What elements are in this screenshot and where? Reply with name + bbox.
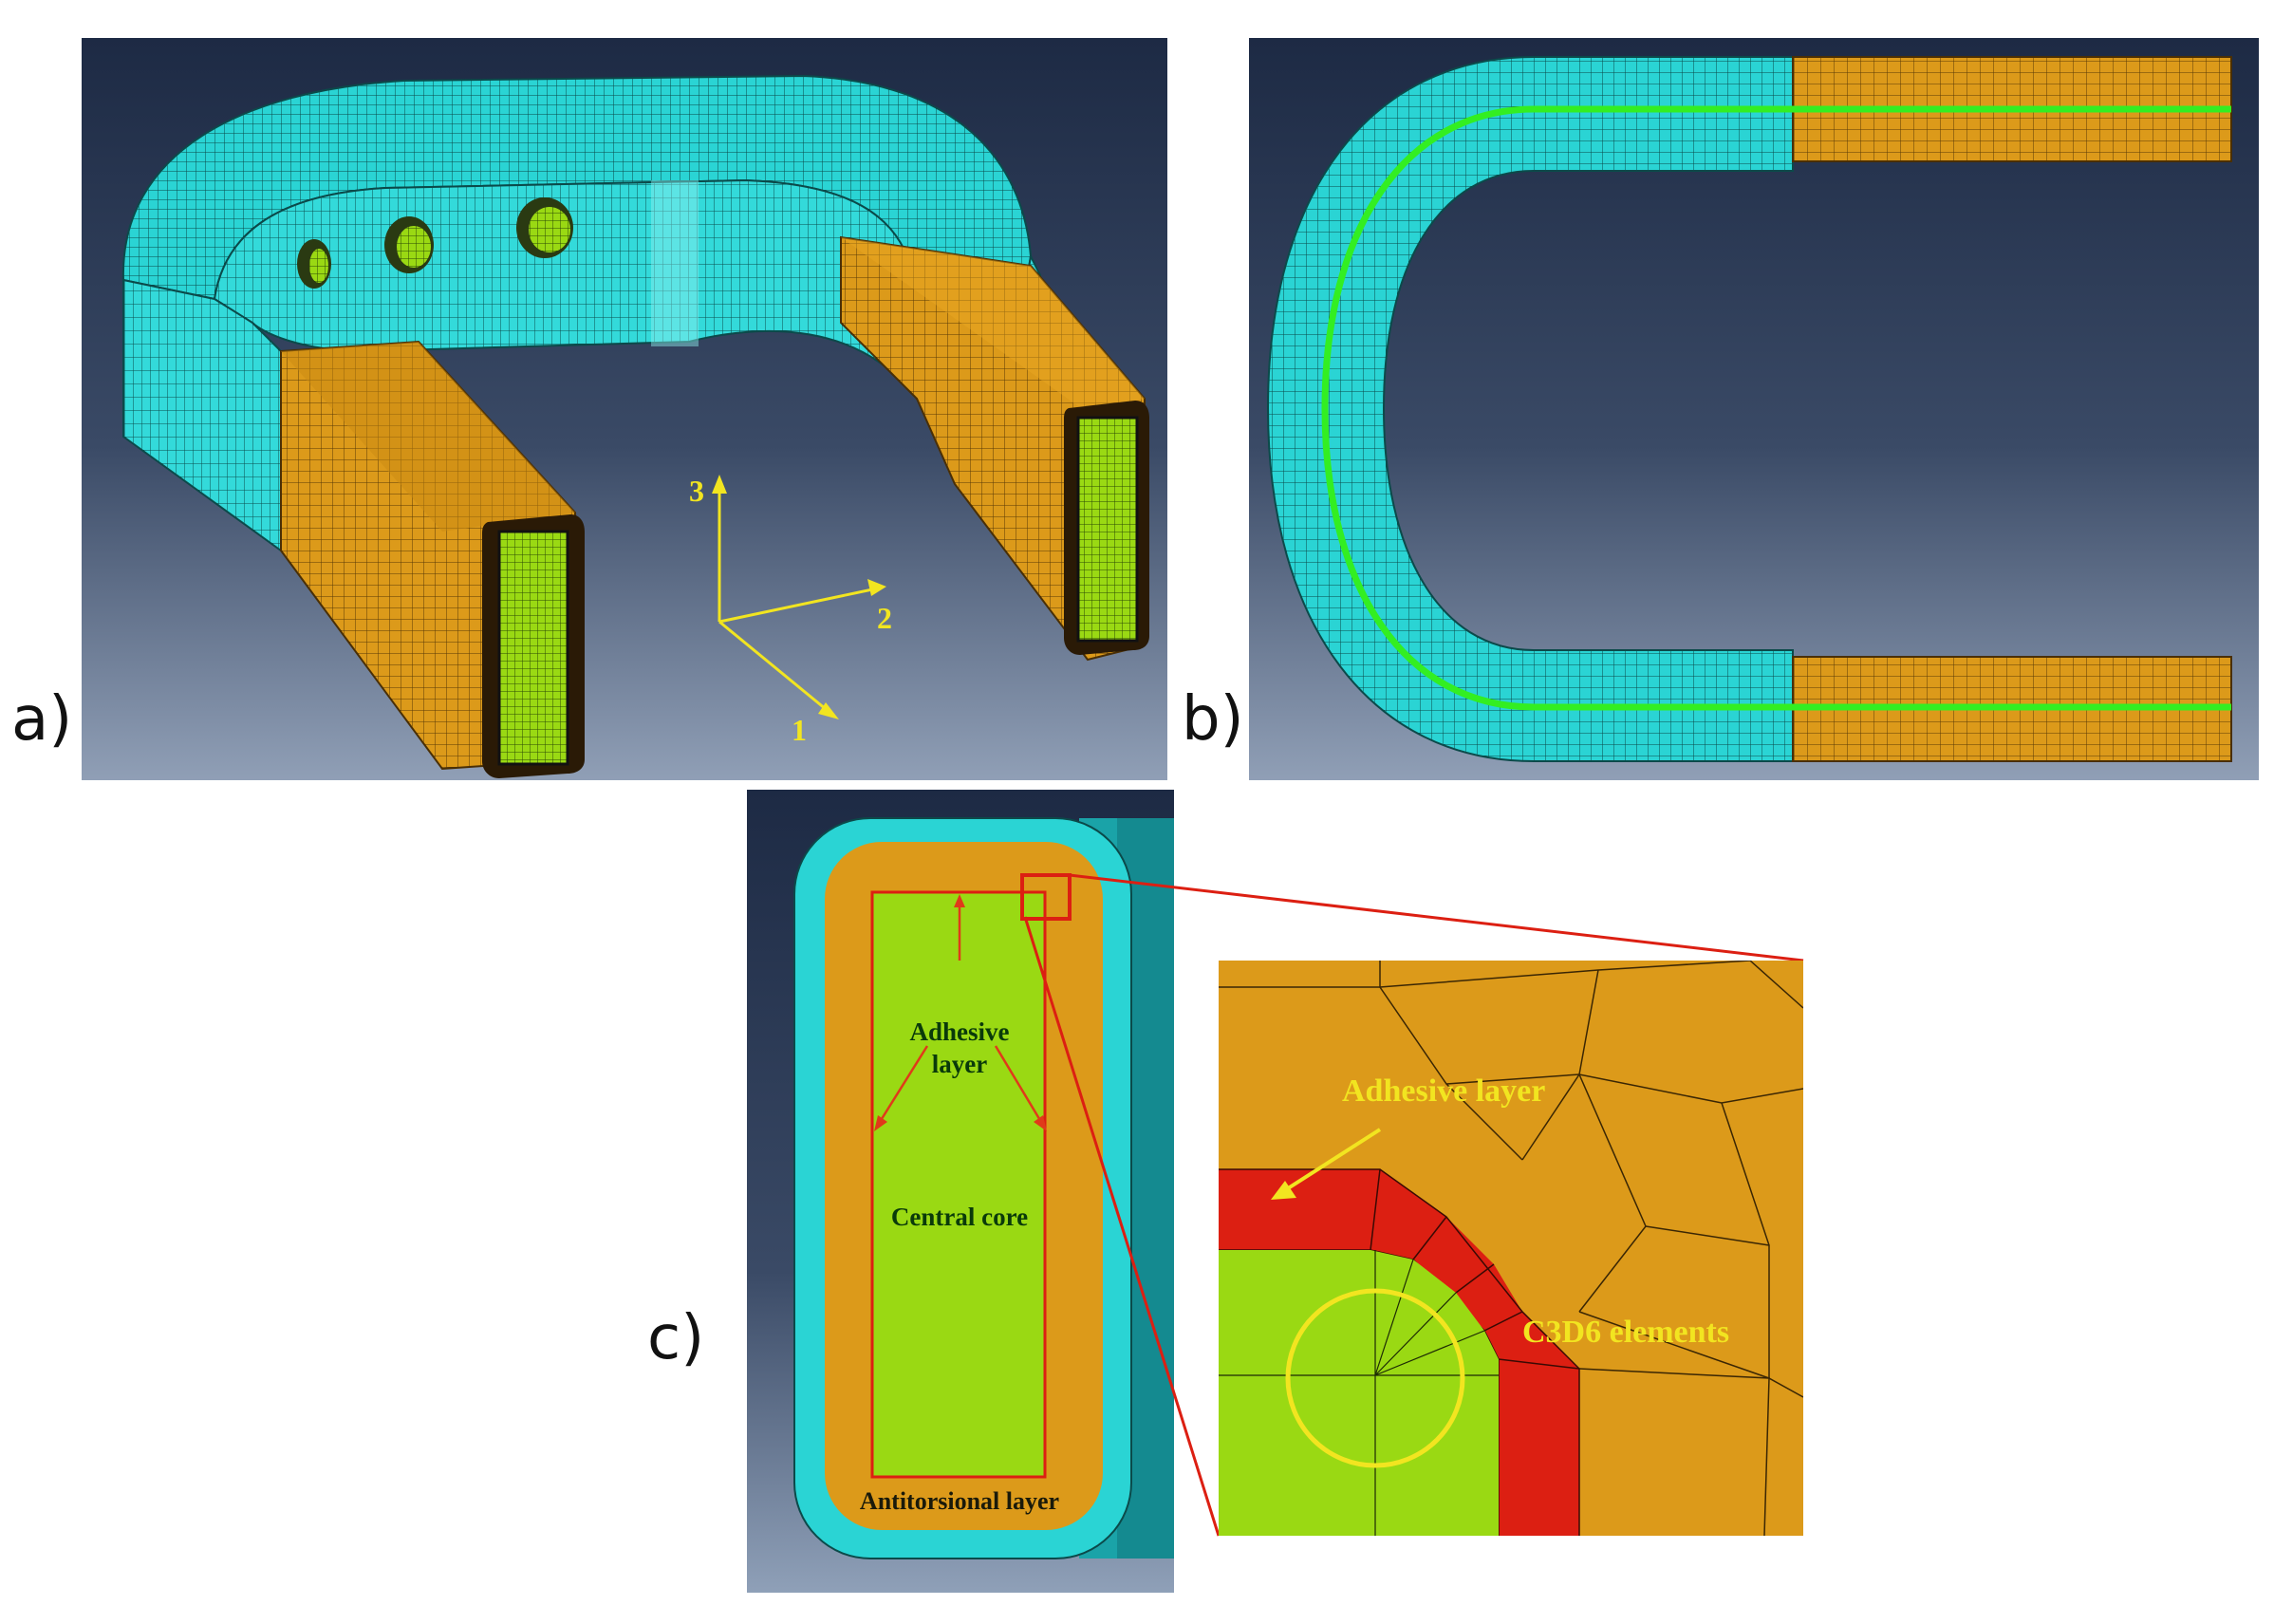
panel-a-label: a) [11, 684, 73, 755]
panel-c-section: Adhesive layer Central core Antitorsiona… [747, 790, 1174, 1593]
zoom-adhesive-arrow [1271, 1128, 1382, 1200]
zoom-adhesive-band [1219, 1169, 1579, 1536]
antitorsional-label: Antitorsional layer [860, 1487, 1059, 1515]
coordinate-axes [712, 475, 886, 719]
zoom-box [1020, 873, 1072, 921]
adhesive-centerline [1321, 105, 2231, 711]
c3d6-elements-label: C3D6 elements [1522, 1315, 1729, 1350]
u-bar-cyan-curve [1266, 56, 1794, 762]
cross-section-view: Adhesive layer Central core Antitorsiona… [747, 790, 1174, 1593]
central-core [870, 890, 1047, 1479]
panel-b [1249, 38, 2259, 780]
panel-b-label: b) [1182, 684, 1244, 755]
u-bar-top-mesh-view [1249, 38, 2259, 780]
c3d6-highlight-circle [1285, 1288, 1465, 1468]
panel-c-label: c) [647, 1303, 705, 1373]
zoom-detail-view: Adhesive layer C3D6 elements [1219, 961, 1803, 1536]
u-bar-3d-mesh-view: 3 2 1 [82, 38, 1167, 780]
axis-1-label: 1 [792, 713, 807, 747]
zoom-adhesive-label: Adhesive layer [1342, 1073, 1545, 1109]
panel-c-zoom: Adhesive layer C3D6 elements [1219, 961, 1803, 1536]
axis-2-label: 2 [877, 601, 892, 635]
adhesive-label-line1: Adhesive [909, 1017, 1009, 1046]
adhesive-arrows [874, 894, 1047, 1131]
central-core-label: Central core [891, 1203, 1028, 1231]
adhesive-label-line2: layer [932, 1050, 987, 1078]
axis-3-label: 3 [689, 474, 704, 508]
panel-a: 3 2 1 [82, 38, 1167, 780]
